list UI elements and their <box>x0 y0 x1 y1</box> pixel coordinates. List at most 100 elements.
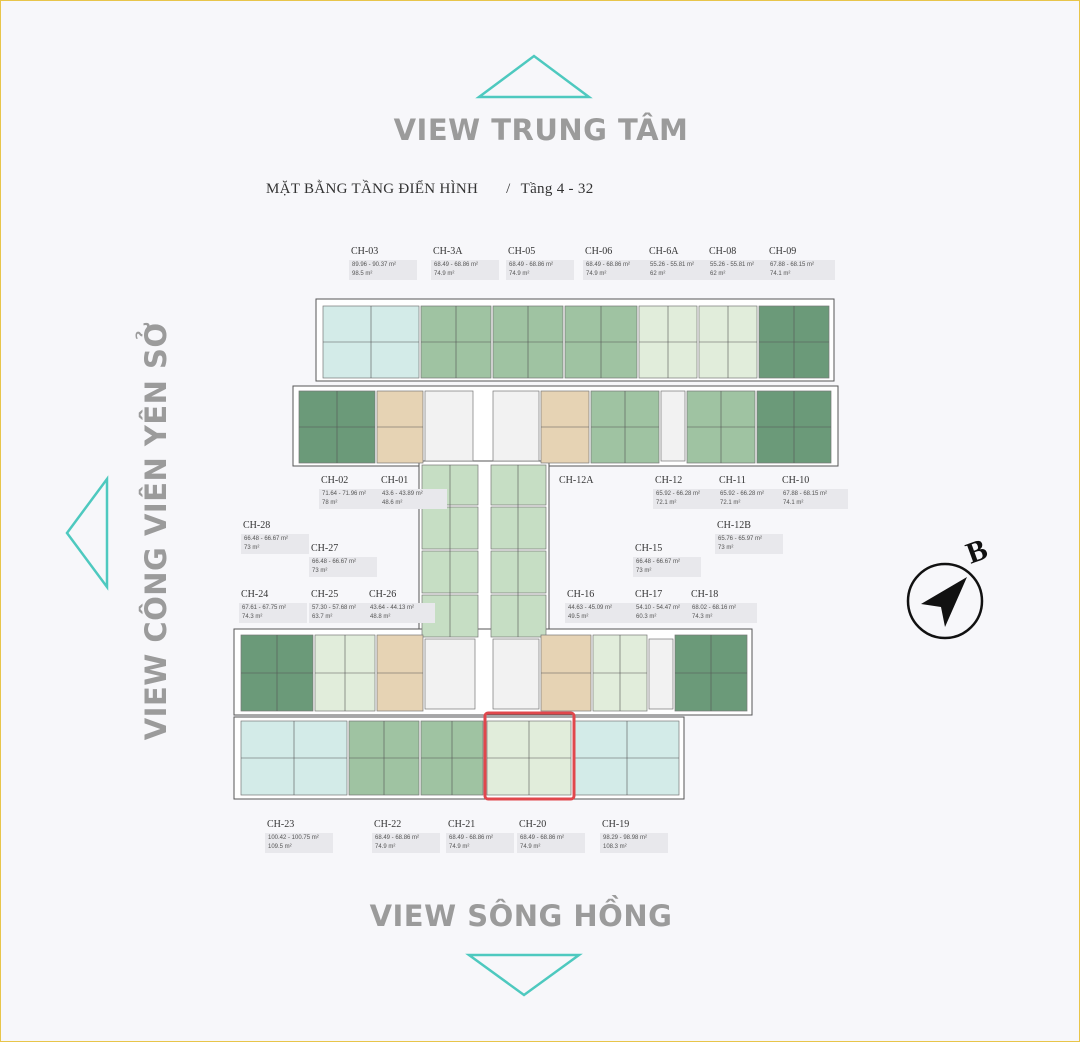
unit-area-total: 73 m² <box>718 545 734 551</box>
unit-label-ch-17: CH-17 <box>635 589 663 600</box>
unit-area-box: 100.42 - 100.75 m² 109.5 m² <box>265 833 333 853</box>
unit-area-box: 89.96 - 90.37 m² 98.5 m² <box>349 260 417 280</box>
unit-block-ch-15[interactable] <box>490 506 547 550</box>
unit-area-box: 68.02 - 68.16 m² 74.3 m² <box>689 603 757 623</box>
unit-area-range: 55.26 - 55.81 m² <box>710 262 755 268</box>
unit-area-box: 65.76 - 65.97 m² 73 m² <box>715 534 783 554</box>
unit-area-range: 44.63 - 45.09 m² <box>568 605 613 611</box>
unit-area-total: 74.9 m² <box>586 271 607 277</box>
core-stair-upper-east <box>660 390 686 462</box>
unit-area-total: 74.9 m² <box>375 844 396 850</box>
unit-area-range: 71.64 - 71.96 m² <box>322 491 367 497</box>
unit-area-range: 66.48 - 66.67 m² <box>636 559 681 565</box>
unit-label-ch-11: CH-11 <box>719 475 746 486</box>
partition-lines <box>241 306 831 795</box>
unit-block-ch-17-upper[interactable] <box>490 594 547 638</box>
unit-label-ch-23: CH-23 <box>267 819 295 830</box>
unit-area-total: 74.3 m² <box>242 614 263 620</box>
unit-area-total: 72.1 m² <box>720 500 741 506</box>
unit-label-ch-18: CH-18 <box>691 589 719 600</box>
core-stair-upper-left <box>424 390 474 462</box>
unit-area-box: 66.48 - 66.67 m² 73 m² <box>633 557 701 577</box>
unit-area-range: 43.6 - 43.89 m² <box>382 491 423 497</box>
unit-area-total: 62 m² <box>650 271 666 277</box>
unit-label-ch-12a: CH-12A <box>559 475 594 486</box>
arrow-left-icon <box>65 475 109 591</box>
unit-area-range: 65.92 - 66.28 m² <box>656 491 701 497</box>
unit-label-ch-05: CH-05 <box>508 246 536 257</box>
unit-area-box: 54.10 - 54.47 m² 60.3 m² <box>633 603 701 623</box>
unit-area-total: 74.9 m² <box>509 271 530 277</box>
unit-area-range: 68.49 - 68.86 m² <box>434 262 479 268</box>
unit-area-box: 66.48 - 66.67 m² 73 m² <box>309 557 377 577</box>
unit-area-range: 100.42 - 100.75 m² <box>268 835 319 841</box>
unit-area-range: 66.48 - 66.67 m² <box>312 559 357 565</box>
compass-ring <box>906 562 984 640</box>
unit-area-range: 67.88 - 68.15 m² <box>770 262 815 268</box>
view-label-top: VIEW TRUNG TÂM <box>393 113 689 147</box>
unit-area-total: 74.3 m² <box>692 614 713 620</box>
unit-area-total: 74.1 m² <box>783 500 804 506</box>
unit-area-total: 109.5 m² <box>268 844 292 850</box>
unit-area-range: 65.76 - 65.97 m² <box>718 536 763 542</box>
unit-label-ch-12: CH-12 <box>655 475 683 486</box>
unit-area-total: 73 m² <box>636 568 652 574</box>
unit-area-box: 55.26 - 55.81 m² 62 m² <box>647 260 715 280</box>
unit-label-ch-27: CH-27 <box>311 543 339 554</box>
unit-area-box: 67.88 - 68.15 m² 74.1 m² <box>767 260 835 280</box>
core-stair-upper-right <box>492 390 540 462</box>
unit-area-total: 48.6 m² <box>382 500 403 506</box>
unit-area-total: 73 m² <box>244 545 260 551</box>
unit-area-range: 68.02 - 68.16 m² <box>692 605 737 611</box>
unit-area-total: 74.9 m² <box>449 844 470 850</box>
unit-area-range: 65.92 - 66.28 m² <box>720 491 765 497</box>
unit-area-total: 74.1 m² <box>770 271 791 277</box>
unit-area-total: 72.1 m² <box>656 500 677 506</box>
unit-area-range: 89.96 - 90.37 m² <box>352 262 397 268</box>
unit-label-ch-20: CH-20 <box>519 819 547 830</box>
plan-floors: Tầng 4 - 32 <box>520 181 594 197</box>
unit-area-total: 73 m² <box>312 568 328 574</box>
selected-unit-highlight <box>483 711 576 801</box>
unit-area-range: 43.64 - 44.13 m² <box>370 605 415 611</box>
unit-label-ch-09: CH-09 <box>769 246 797 257</box>
unit-label-ch-6a: CH-6A <box>649 246 679 257</box>
unit-area-range: 66.48 - 66.67 m² <box>244 536 289 542</box>
view-label-left: VIEW CÔNG VIÊN YÊN SỞ <box>139 321 173 741</box>
unit-label-ch-3a: CH-3A <box>433 246 463 257</box>
core-stair-lower-left <box>424 638 476 710</box>
unit-label-ch-10: CH-10 <box>782 475 810 486</box>
unit-label-ch-08: CH-08 <box>709 246 737 257</box>
unit-area-total: 98.5 m² <box>352 271 373 277</box>
arrow-up-icon <box>475 54 593 99</box>
unit-label-ch-15: CH-15 <box>635 543 663 554</box>
plan-title-text: MẶT BẰNG TẦNG ĐIỂN HÌNH <box>266 181 479 197</box>
unit-area-range: 55.26 - 55.81 m² <box>650 262 695 268</box>
unit-block-ch-12b[interactable] <box>490 464 547 506</box>
unit-area-range: 68.49 - 68.86 m² <box>586 262 631 268</box>
unit-label-ch-24: CH-24 <box>241 589 269 600</box>
unit-area-total: 48.8 m² <box>370 614 391 620</box>
unit-label-ch-19: CH-19 <box>602 819 630 830</box>
unit-label-ch-03: CH-03 <box>351 246 379 257</box>
plan-title: MẶT BẰNG TẦNG ĐIỂN HÌNH/Tầng 4 - 32 <box>266 181 594 198</box>
core-stair-lower-right <box>492 638 540 710</box>
unit-block-ch-16-upper[interactable] <box>490 550 547 594</box>
unit-area-total: 60.3 m² <box>636 614 657 620</box>
unit-label-ch-06: CH-06 <box>585 246 613 257</box>
compass-needle-icon <box>921 577 967 627</box>
unit-label-ch-21: CH-21 <box>448 819 476 830</box>
unit-area-box: 65.92 - 66.28 m² 72.1 m² <box>653 489 721 509</box>
unit-area-range: 54.10 - 54.47 m² <box>636 605 681 611</box>
unit-area-box: 43.64 - 44.13 m² 48.8 m² <box>367 603 435 623</box>
